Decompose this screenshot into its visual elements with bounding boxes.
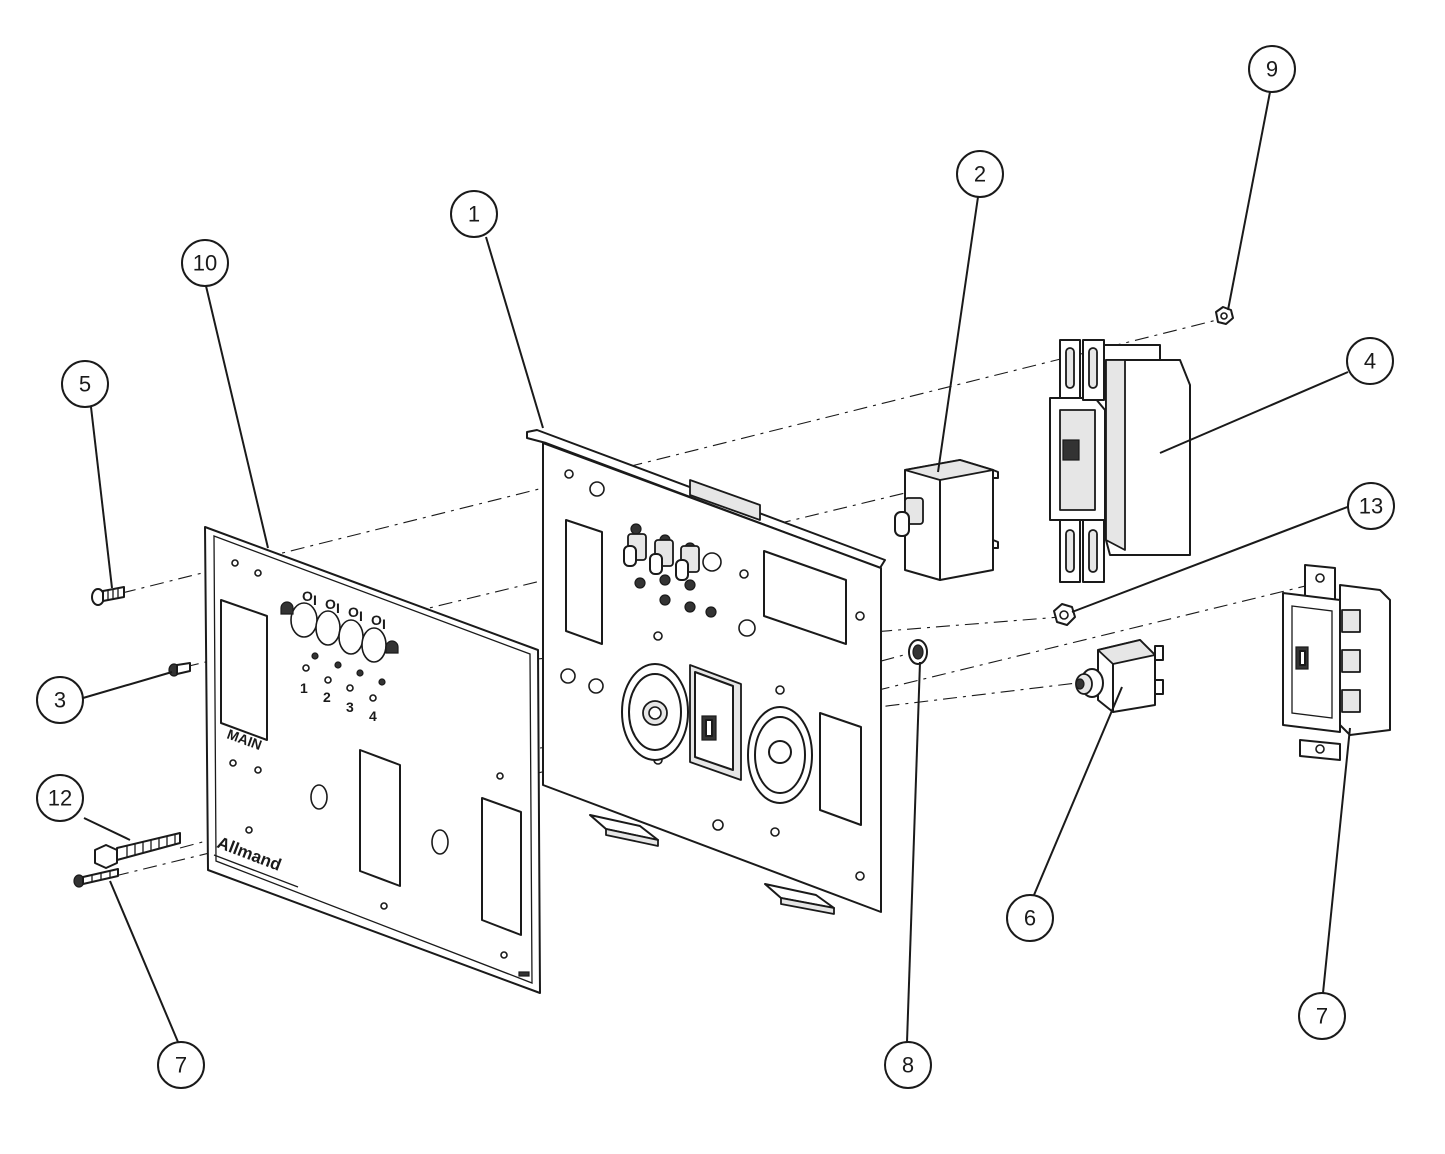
leader-lines (82, 91, 1351, 1043)
callout-13: 13 (1347, 482, 1395, 530)
switch-mark: O (348, 604, 359, 620)
callout-5: 5 (61, 360, 109, 408)
panel-gfci-outlet (689, 664, 742, 781)
switch-mark: O (371, 612, 382, 628)
nut-part-13 (1053, 603, 1076, 626)
screw-part-5 (91, 586, 125, 606)
callout-9: 9 (1248, 45, 1296, 93)
svg-text:8: 8 (902, 1053, 914, 1078)
callout-8: 8 (884, 1041, 932, 1089)
switch-mark: I (336, 600, 340, 616)
lockwasher-part-8 (908, 639, 928, 665)
gfci-receptacle-part-7 (1282, 564, 1391, 761)
circuit-number: 3 (346, 699, 354, 715)
twist-lock-receptacle-right (747, 706, 813, 804)
svg-text:9: 9 (1266, 57, 1278, 82)
switch-mark: I (382, 616, 386, 632)
svg-text:5: 5 (79, 372, 91, 397)
mounting-panel (526, 429, 886, 915)
callout-10: 10 (181, 239, 229, 287)
bolt-part-12 (94, 832, 181, 869)
circuit-breaker-part-2 (894, 459, 999, 581)
svg-text:4: 4 (1364, 349, 1376, 374)
svg-text:7: 7 (175, 1053, 187, 1078)
switch-mark: O (325, 596, 336, 612)
switch-mark: I (313, 592, 317, 608)
callout-2: 2 (956, 150, 1004, 198)
callout-6: 6 (1006, 894, 1054, 942)
callout-1: 1 (450, 190, 498, 238)
svg-text:3: 3 (54, 688, 66, 713)
callout-3: 3 (36, 676, 84, 724)
switch-mark: O (302, 588, 313, 604)
switch-mark: I (359, 608, 363, 624)
twist-lock-receptacle-left (621, 663, 689, 761)
callout-12: 12 (36, 774, 84, 822)
circuit-number: 4 (369, 708, 377, 724)
screw-part-7-left (73, 868, 119, 888)
panel-toggle-switches (623, 533, 700, 581)
svg-text:1: 1 (468, 202, 480, 227)
svg-text:6: 6 (1024, 906, 1036, 931)
circuit-number: 2 (323, 689, 331, 705)
main-breaker-part-4 (1049, 339, 1191, 583)
callout-4: 4 (1346, 337, 1394, 385)
callout-7-right: 7 (1298, 992, 1346, 1040)
svg-text:10: 10 (193, 251, 217, 276)
svg-text:13: 13 (1359, 494, 1383, 519)
screw-part-3 (168, 662, 191, 677)
svg-text:12: 12 (48, 786, 72, 811)
circuit-number: 1 (300, 680, 308, 696)
svg-text:2: 2 (974, 162, 986, 187)
svg-text:7: 7 (1316, 1004, 1328, 1029)
callout-7-left: 7 (157, 1041, 205, 1089)
push-switch-part-6 (1075, 639, 1164, 713)
lock-icon (280, 601, 294, 615)
lock-icon (385, 640, 399, 654)
faceplate: O I O I O I O I 1 2 3 4 MAIN Allmand (204, 526, 541, 994)
nut-part-9 (1215, 306, 1234, 325)
